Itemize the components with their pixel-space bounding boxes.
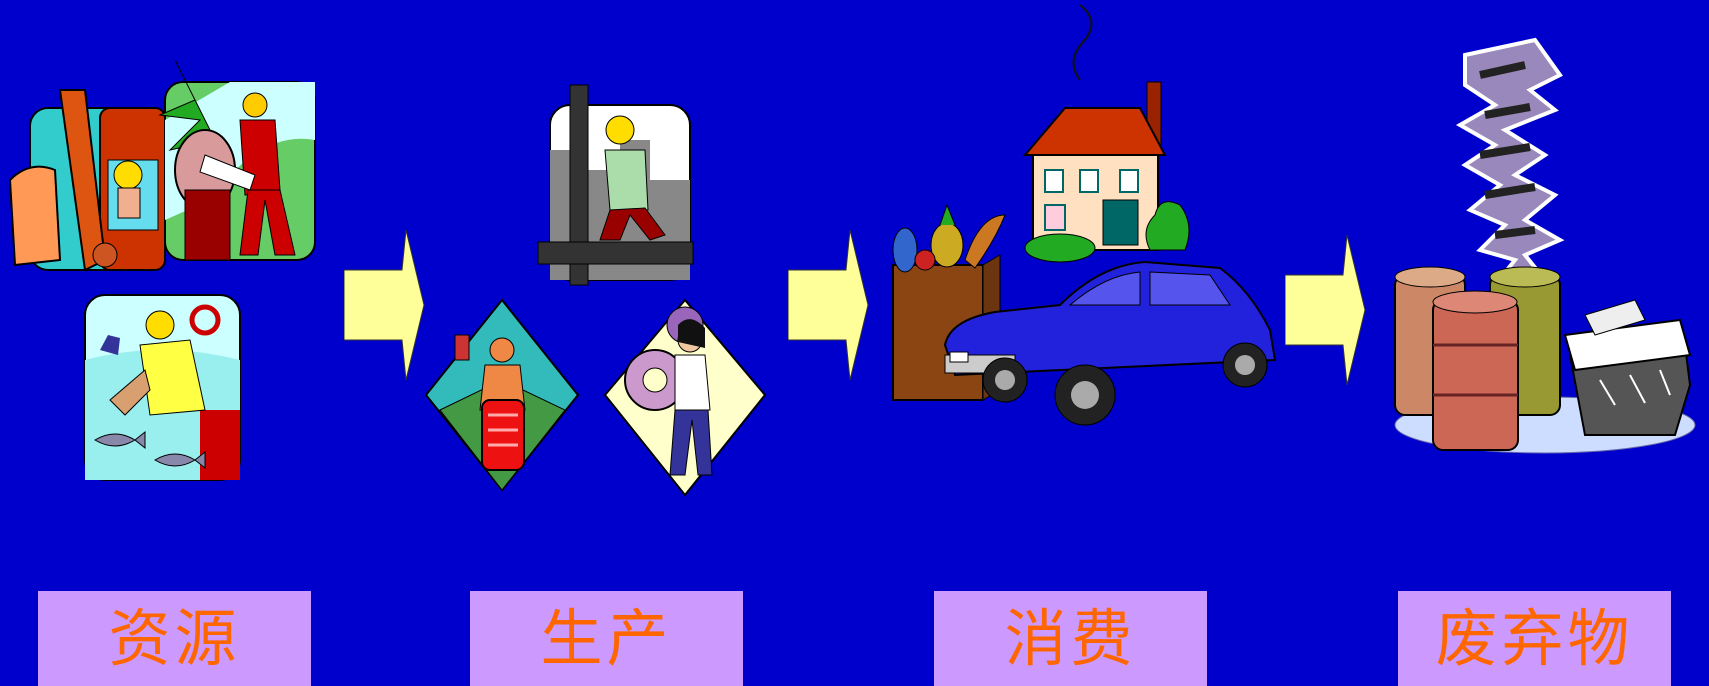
office-worker-icon [603,298,767,497]
flow-arrow-3 [1285,235,1366,385]
resources-clipart [8,60,316,481]
stage-label-production: 生产 [470,591,743,686]
smoke-icon [1455,37,1565,288]
stage-label-text: 生产 [540,601,673,675]
production-clipart [424,84,767,497]
fisherman-icon [84,294,241,481]
flow-arrow-1 [344,230,425,380]
stage-label-consumption: 消费 [934,591,1207,686]
waste-clipart [1394,37,1696,454]
stage-label-text: 资源 [108,601,241,675]
excavator-icon [8,89,166,272]
flow-arrow-2 [788,230,869,380]
stage-label-waste: 废弃物 [1398,591,1671,686]
construction-worker-icon [537,84,694,286]
trash-pile-icon [1563,299,1692,436]
stage-label-text: 消费 [1004,601,1137,675]
lumberjack-icon [158,60,316,261]
farmer-icon [424,298,580,492]
car-icon [943,260,1277,426]
stage-label-resources: 资源 [38,591,311,686]
house-icon [1022,4,1190,263]
consumption-clipart [892,4,1277,426]
stage-label-text: 废弃物 [1435,601,1634,675]
